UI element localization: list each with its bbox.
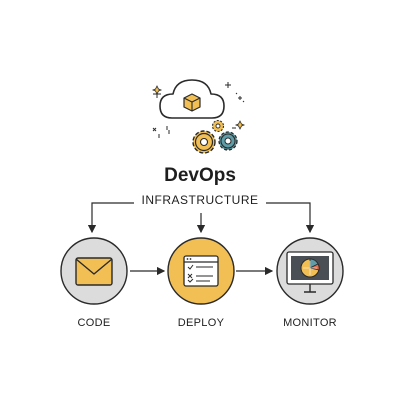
- envelope-icon: [75, 257, 113, 286]
- star-icon: [234, 120, 246, 130]
- infrastructure-label: INFRASTRUCTURE: [0, 193, 400, 207]
- diagram-title: DevOps: [164, 165, 236, 186]
- code-step: [60, 237, 128, 305]
- code-label: CODE: [77, 317, 111, 329]
- deploy-label: DEPLOY: [177, 317, 225, 329]
- star-icon: [151, 85, 163, 95]
- monitor-chart-icon: [286, 251, 334, 293]
- infrastructure-connectors: [87, 202, 315, 234]
- deploy-step: [167, 237, 235, 305]
- infrastructure-label-text: INFRASTRUCTURE: [137, 193, 263, 207]
- gear-icon: [211, 119, 225, 133]
- gear-icon: [192, 130, 216, 154]
- gear-icon: [218, 131, 238, 151]
- checklist-window-icon: [183, 255, 219, 287]
- sparkle-icons: [152, 82, 245, 138]
- gears-icon: [192, 119, 238, 154]
- box-icon: [183, 93, 201, 112]
- cloud-icon: [159, 79, 225, 119]
- monitor-label: MONITOR: [283, 317, 337, 329]
- monitor-step: [276, 237, 344, 305]
